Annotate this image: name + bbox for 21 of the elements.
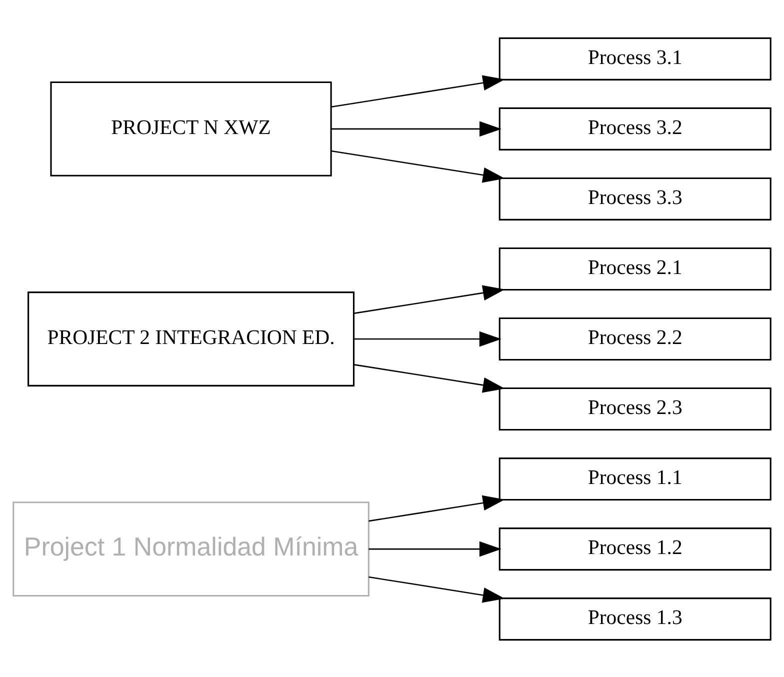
node-box: Process 3.1	[498, 36, 772, 80]
node-box: Process 2.3	[498, 387, 772, 430]
node-box: Process 3.2	[498, 106, 772, 150]
node-box: Project 1 Normalidad Mínima	[12, 501, 370, 596]
node-box: Process 3.3	[498, 176, 772, 220]
node-box: Process 2.2	[498, 316, 772, 360]
node-box: Process 1.1	[498, 457, 772, 500]
node-box: PROJECT N XWZ	[50, 81, 332, 176]
arrow	[368, 576, 505, 602]
arrow	[354, 364, 505, 392]
node-box: Process 2.1	[498, 246, 772, 290]
node-box: Process 1.3	[498, 597, 772, 640]
arrow	[331, 150, 505, 182]
node-box: Process 1.2	[498, 527, 772, 570]
arrow	[368, 494, 505, 522]
arrow	[368, 540, 502, 556]
arrow	[354, 284, 505, 314]
arrow	[354, 330, 502, 346]
node-box: PROJECT 2 INTEGRACION ED.	[28, 291, 355, 386]
arrow	[331, 74, 505, 108]
arrow	[331, 120, 502, 136]
